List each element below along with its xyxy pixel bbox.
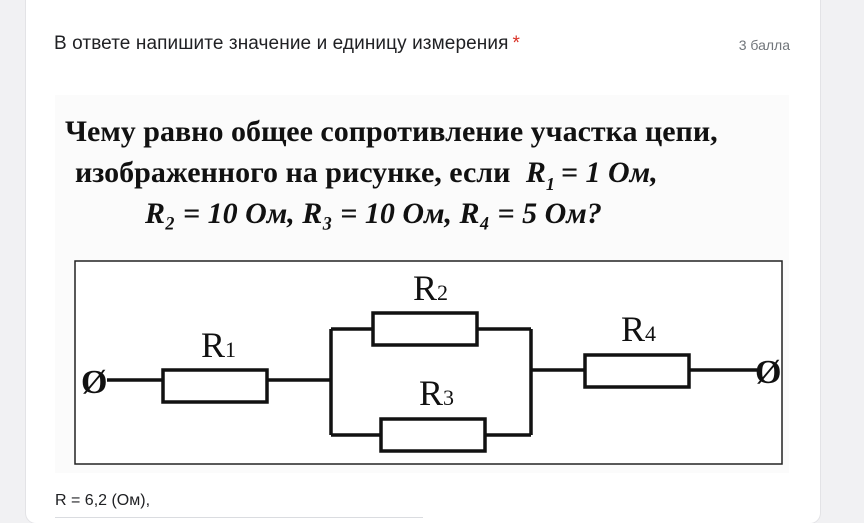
image-text-line3: R₂ = 10 Ом, R₃ = 10 Ом, R₄ = 5 Ом? [144, 197, 602, 230]
question-image: Чему равно общее сопротивление участка ц… [55, 95, 789, 473]
label-r4: R4 [621, 309, 656, 349]
resistor-r2 [371, 311, 479, 347]
image-text-line2: изображенного на рисунке, если R1 = 1 Ом, [75, 156, 658, 194]
answer-underline [55, 517, 423, 518]
circuit-figure: Чему равно общее сопротивление участка ц… [65, 115, 783, 465]
image-r1-sub: 1 [546, 174, 555, 194]
label-r3: R3 [419, 373, 454, 413]
resistor-r3 [379, 417, 487, 453]
question-title: В ответе напишите значение и единицу изм… [54, 33, 520, 55]
resistor-r4 [583, 353, 691, 389]
resistor-r1 [161, 368, 269, 404]
image-r1-value: = 1 Ом, [561, 156, 658, 189]
required-mark: * [512, 33, 520, 54]
label-r1: R1 [201, 325, 236, 365]
image-text-line2-prefix: изображенного на рисунке, если [75, 156, 510, 189]
terminal-right: Ø [755, 354, 781, 391]
question-title-text: В ответе напишите значение и единицу изм… [54, 33, 509, 54]
answer-text: R = 6,2 (Ом), [55, 492, 151, 509]
points-label: 3 балла [738, 37, 790, 53]
image-text-line1: Чему равно общее сопротивление участка ц… [65, 115, 718, 148]
circuit-wires [107, 327, 757, 437]
terminal-left: Ø [81, 364, 107, 401]
image-r1-symbol: R [525, 156, 546, 189]
label-r2: R2 [413, 268, 448, 308]
